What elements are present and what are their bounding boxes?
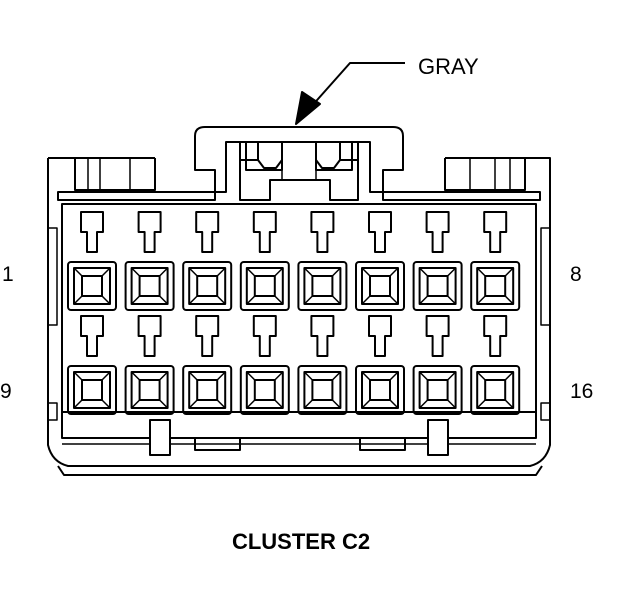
connector-caption: CLUSTER C2 [232, 529, 370, 554]
pin-cavity-4 [239, 211, 290, 311]
pin-label-16: 16 [570, 380, 593, 403]
pin-cavity-12 [239, 315, 290, 415]
pin-cavity-16 [470, 315, 521, 415]
pin-cavity-14 [355, 315, 405, 415]
pin-cavity-6 [355, 211, 405, 311]
callout-arrow-icon [295, 91, 321, 125]
wire-color-label: GRAY [418, 54, 479, 79]
pin-label-9: 9 [0, 380, 12, 403]
pin-cavity-8 [470, 211, 521, 311]
pin-cavity-15 [412, 315, 463, 415]
pin-cavity-2 [124, 211, 175, 311]
pin-cavity-1 [67, 211, 117, 311]
pin-cavity-3 [182, 211, 233, 311]
pin-cavity-9 [67, 315, 117, 415]
pin-cavity-13 [297, 315, 348, 415]
connector-body [47, 126, 551, 476]
pin-cavity-10 [124, 315, 175, 415]
pin-cavity-grid [67, 211, 521, 415]
pin-label-8: 8 [570, 263, 582, 286]
pin-cavity-11 [182, 315, 233, 415]
wire-color-callout: GRAY [295, 54, 479, 125]
pin-cavity-7 [412, 211, 463, 311]
pin-cavity-5 [297, 211, 348, 311]
pin-label-1: 1 [2, 263, 14, 286]
